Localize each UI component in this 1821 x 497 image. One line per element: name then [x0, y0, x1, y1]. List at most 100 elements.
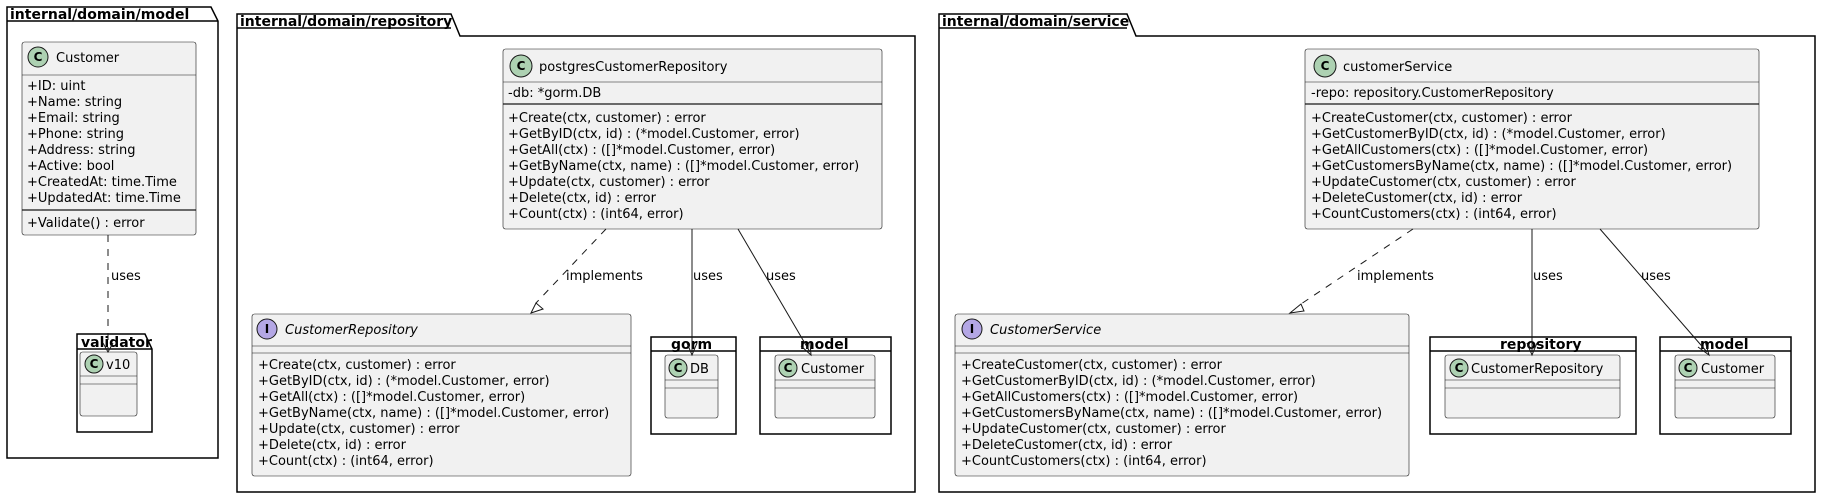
package-repository-title: internal/domain/repository [240, 14, 452, 30]
svg-text:C: C [517, 59, 526, 73]
svg-text:implements: implements [566, 269, 643, 284]
method: +Validate() : error [27, 216, 145, 231]
package-service-model: model C Customer [1659, 336, 1792, 435]
package-repository: internal/domain/repository C postgresCus… [236, 13, 916, 493]
svg-text:uses: uses [111, 269, 141, 284]
method: +GetByName(ctx, name) : ([]*model.Custom… [508, 159, 859, 174]
svg-text:implements: implements [1357, 269, 1434, 284]
package-validator: validator C v10 [76, 333, 153, 433]
class-name: customerService [1343, 60, 1452, 75]
method: +Count(ctx) : (int64, error) [258, 454, 434, 469]
svg-text:uses: uses [1641, 269, 1671, 284]
edge-service-uses-repository: uses [1526, 229, 1563, 357]
interface-name: CustomerRepository [285, 323, 418, 338]
svg-text:I: I [970, 322, 974, 336]
interface-customer-repository[interactable]: I CustomerRepository +Create(ctx, custom… [251, 313, 632, 477]
edge-service-uses-model: uses [1599, 228, 1710, 357]
svg-text:I: I [265, 322, 269, 336]
method: +GetAllCustomers(ctx) : ([]*model.Custom… [961, 390, 1298, 405]
package-model-title: model [800, 337, 849, 353]
edge-impl-uses-gorm: uses [686, 229, 723, 357]
package-service-repository: repository C CustomerRepository [1429, 336, 1637, 435]
field: +CreatedAt: time.Time [27, 175, 177, 190]
method: +GetAll(ctx) : ([]*model.Customer, error… [508, 143, 775, 158]
method: +Create(ctx, customer) : error [258, 358, 456, 373]
field: +Name: string [27, 95, 122, 110]
method: +GetByID(ctx, id) : (*model.Customer, er… [258, 374, 550, 389]
class-name: postgresCustomerRepository [539, 60, 728, 75]
method: +CreateCustomer(ctx, customer) : error [1311, 111, 1573, 126]
svg-text:uses: uses [766, 269, 796, 284]
class-v10[interactable]: C v10 [79, 351, 138, 417]
method: +DeleteCustomer(ctx, id) : error [1311, 191, 1523, 206]
method: +Delete(ctx, id) : error [508, 191, 657, 206]
method: +GetCustomersByName(ctx, name) : ([]*mod… [1311, 159, 1732, 174]
class-name: v10 [106, 358, 130, 373]
method: +Count(ctx) : (int64, error) [508, 207, 684, 222]
svg-text:C: C [1321, 59, 1330, 73]
package-repository-title: repository [1500, 337, 1582, 353]
edge-impl-implements-repository: implements [530, 228, 643, 314]
svg-text:C: C [90, 357, 99, 371]
edge-impl-uses-model: uses [737, 228, 812, 357]
method: +Update(ctx, customer) : error [258, 422, 460, 437]
method: +GetAll(ctx) : ([]*model.Customer, error… [258, 390, 525, 405]
method: +DeleteCustomer(ctx, id) : error [961, 438, 1173, 453]
class-name: Customer [1701, 362, 1765, 377]
svg-text:uses: uses [1533, 269, 1563, 284]
interface-customer-service[interactable]: I CustomerService +CreateCustomer(ctx, c… [954, 313, 1410, 477]
package-service: internal/domain/service C customerServic… [938, 13, 1816, 493]
field: +Phone: string [27, 127, 124, 142]
edge-service-implements-interface: implements [1288, 228, 1434, 314]
class-db[interactable]: C DB [664, 354, 719, 419]
class-name: Customer [801, 362, 865, 377]
package-gorm: gorm C DB [650, 336, 737, 435]
method: +UpdateCustomer(ctx, customer) : error [1311, 175, 1576, 190]
field: +Address: string [27, 143, 136, 158]
svg-text:C: C [1684, 361, 1693, 375]
method: +GetByName(ctx, name) : ([]*model.Custom… [258, 406, 609, 421]
field: +ID: uint [27, 79, 85, 94]
class-icon [27, 46, 49, 68]
class-customer-service[interactable]: C customerService -repo: repository.Cust… [1304, 48, 1760, 230]
class-customer-ref-service[interactable]: C Customer [1674, 354, 1776, 419]
class-name: DB [690, 362, 709, 377]
package-repo-model: model C Customer [759, 336, 892, 435]
package-model: internal/domain/model C Customer +ID: ui… [6, 6, 219, 459]
method: +GetAllCustomers(ctx) : ([]*model.Custom… [1311, 143, 1648, 158]
method: +UpdateCustomer(ctx, customer) : error [961, 422, 1226, 437]
method: +Delete(ctx, id) : error [258, 438, 407, 453]
class-customer-repository-ref[interactable]: C CustomerRepository [1444, 354, 1621, 419]
method: +Update(ctx, customer) : error [508, 175, 710, 190]
field: +UpdatedAt: time.Time [27, 191, 181, 206]
interface-name: CustomerService [990, 323, 1101, 338]
class-customer[interactable]: C Customer +ID: uint +Name: string +Emai… [21, 41, 197, 236]
method: +GetCustomerByID(ctx, id) : (*model.Cust… [961, 374, 1316, 389]
class-postgres-customer-repository[interactable]: C postgresCustomerRepository -db: *gorm.… [502, 48, 883, 230]
field: +Active: bool [27, 159, 114, 174]
package-service-title: internal/domain/service [942, 14, 1129, 30]
class-name: CustomerRepository [1471, 362, 1604, 377]
svg-text:C: C [674, 361, 683, 375]
field: +Email: string [27, 111, 120, 126]
package-model-title: internal/domain/model [10, 7, 189, 23]
class-glyph: C [34, 50, 43, 64]
svg-text:C: C [784, 361, 793, 375]
method: +GetByID(ctx, id) : (*model.Customer, er… [508, 127, 800, 142]
package-validator-title: validator [81, 335, 152, 351]
method: +CountCustomers(ctx) : (int64, error) [961, 454, 1207, 469]
method: +GetCustomersByName(ctx, name) : ([]*mod… [961, 406, 1382, 421]
class-name: Customer [56, 51, 120, 66]
method: +Create(ctx, customer) : error [508, 111, 706, 126]
field: -db: *gorm.DB [508, 86, 601, 101]
edge-customer-uses-validator: uses [102, 235, 141, 354]
class-customer-ref[interactable]: C Customer [774, 354, 876, 419]
svg-text:uses: uses [693, 269, 723, 284]
method: +CreateCustomer(ctx, customer) : error [961, 358, 1223, 373]
method: +CountCustomers(ctx) : (int64, error) [1311, 207, 1557, 222]
field: -repo: repository.CustomerRepository [1311, 86, 1554, 101]
svg-text:C: C [1455, 361, 1464, 375]
method: +GetCustomerByID(ctx, id) : (*model.Cust… [1311, 127, 1666, 142]
package-model-title: model [1700, 337, 1749, 353]
